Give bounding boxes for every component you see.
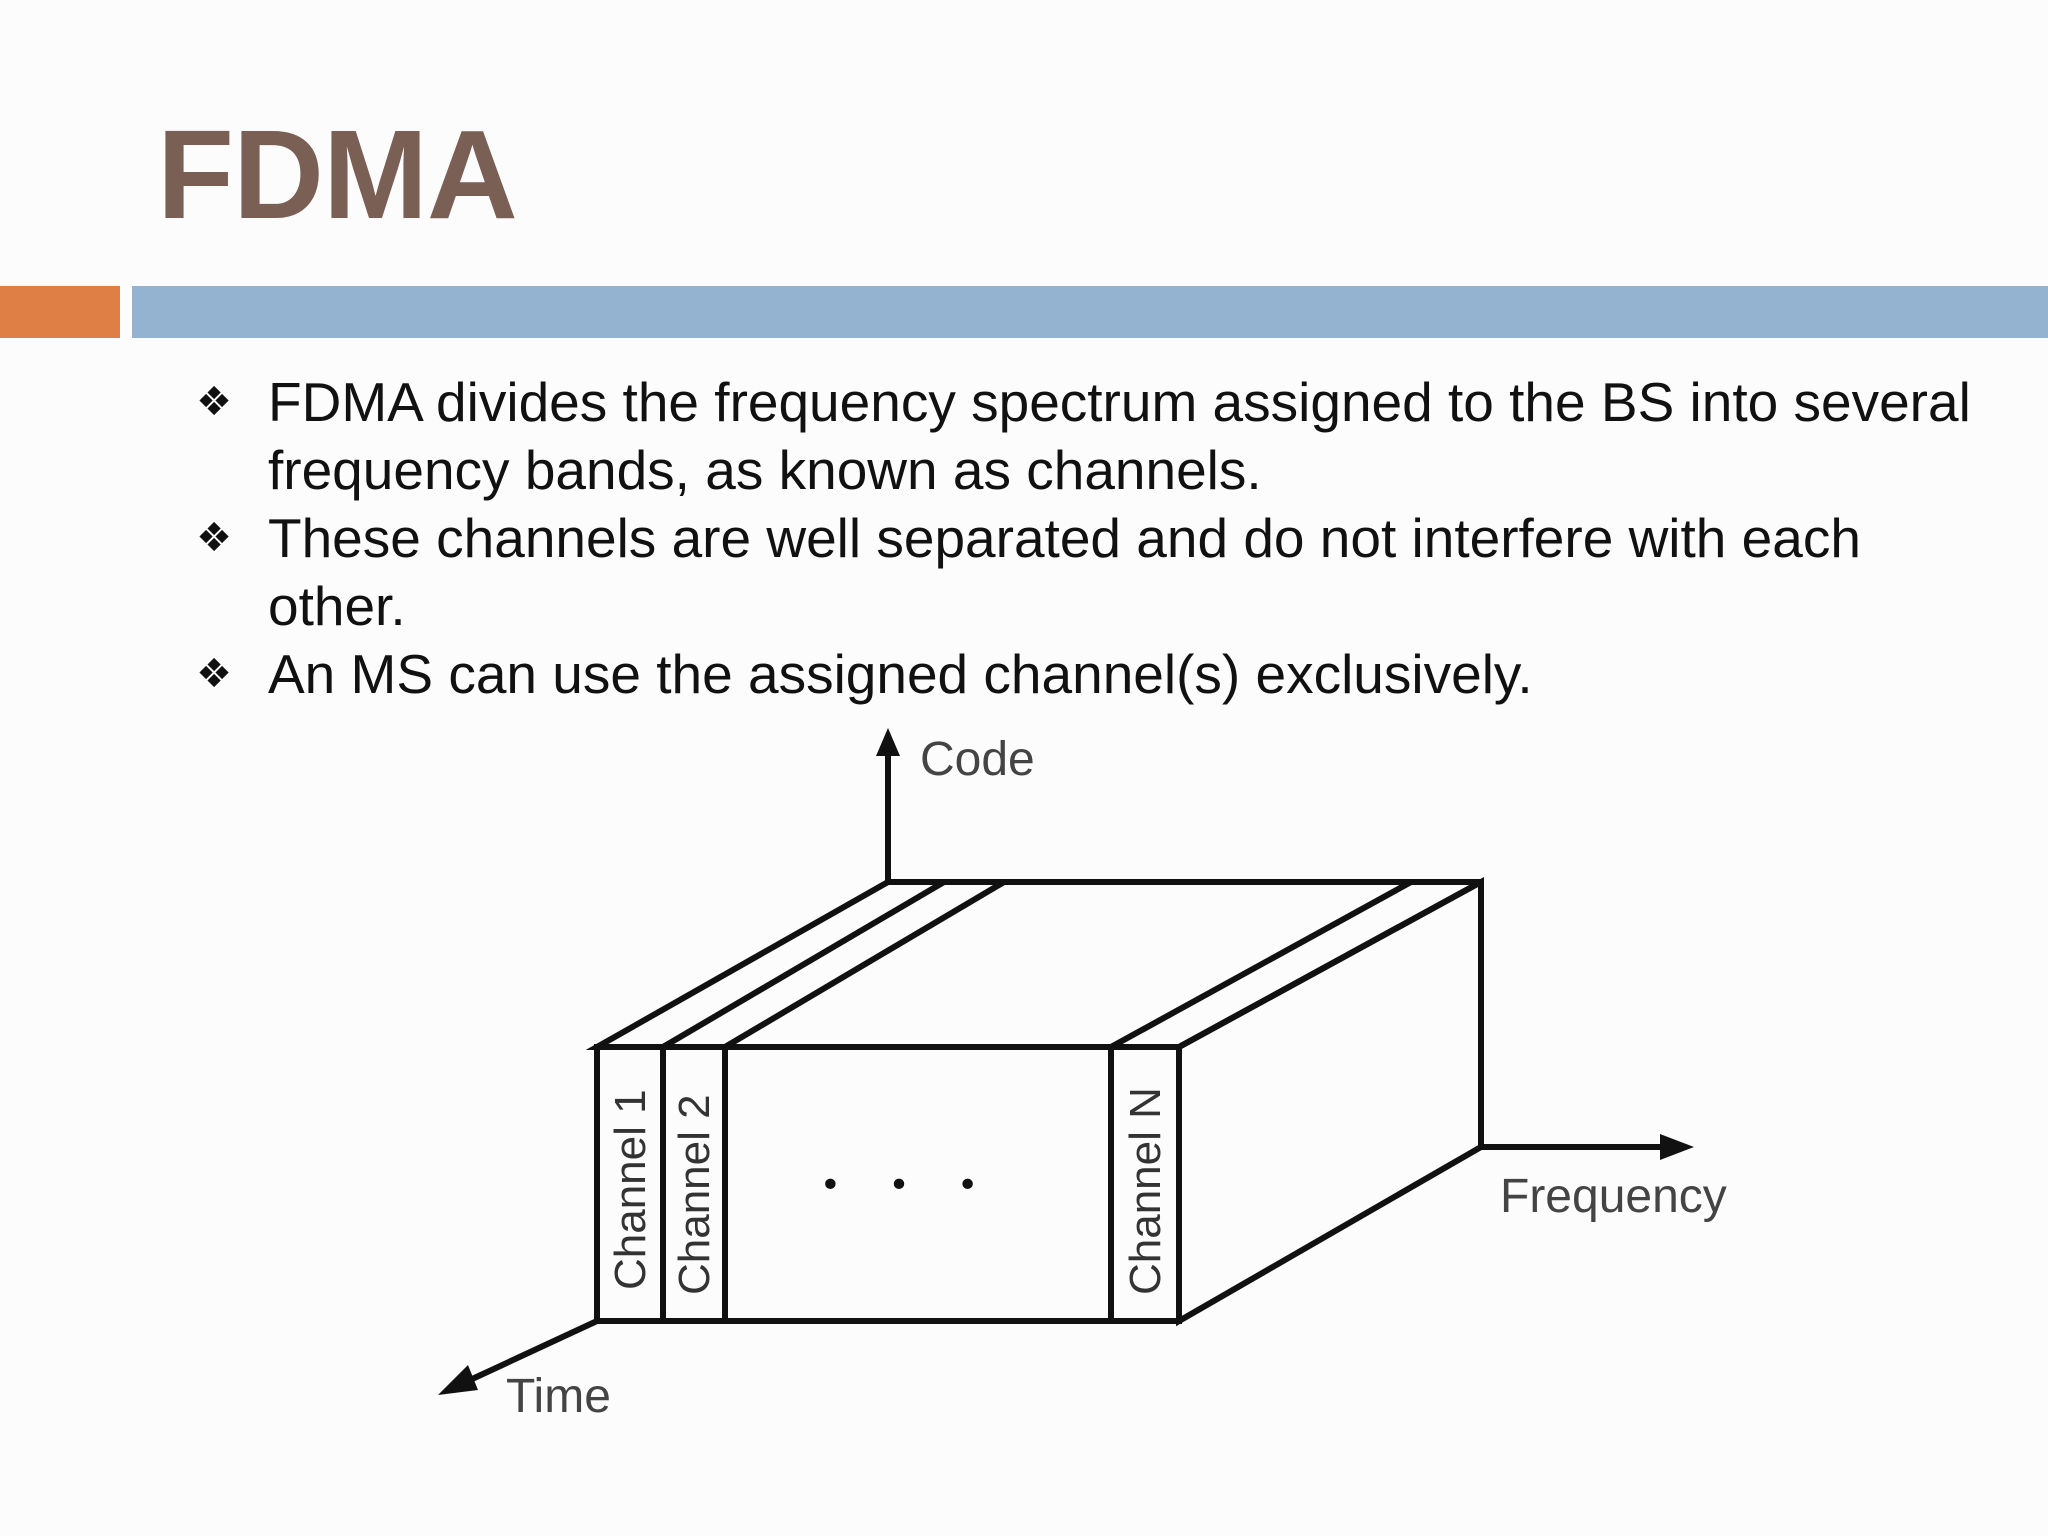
code-axis-arrow-icon — [876, 728, 900, 756]
code-axis-label: Code — [920, 733, 1035, 786]
box-right-face — [1176, 876, 1484, 1327]
channel-label-1: Channel 1 — [606, 1089, 655, 1290]
channels-ellipsis: • • • — [820, 1165, 997, 1206]
channel-label-n: Channel N — [1121, 1087, 1170, 1295]
box-outline — [585, 876, 1484, 1327]
four-diamond-bullet-icon: ❖ — [196, 515, 232, 561]
bullet-list: ❖ FDMA divides the frequency spectrum as… — [192, 368, 1972, 708]
accent-bar-blue — [132, 286, 2048, 338]
channel-stripe — [661, 879, 946, 1050]
bullet-item: ❖ FDMA divides the frequency spectrum as… — [192, 368, 1972, 504]
slide-title: FDMA — [157, 104, 518, 245]
bullet-text: An MS can use the assigned channel(s) ex… — [268, 643, 1533, 705]
channel-stripe — [1109, 879, 1413, 1050]
time-axis-arrow-icon — [438, 1365, 478, 1395]
channel-stripe — [723, 879, 1006, 1050]
bullet-text: These channels are well separated and do… — [268, 507, 1861, 637]
four-diamond-bullet-icon: ❖ — [196, 651, 232, 697]
bullet-item: ❖ An MS can use the assigned channel(s) … — [192, 640, 1972, 708]
accent-bar-orange — [0, 286, 120, 338]
channel-label-2: Channel 2 — [670, 1094, 719, 1295]
frequency-axis-label: Frequency — [1500, 1170, 1727, 1223]
box-top-face — [585, 879, 1483, 1050]
bullet-text: FDMA divides the frequency spectrum assi… — [268, 371, 1971, 501]
time-axis-label: Time — [506, 1370, 611, 1423]
frequency-axis-arrow-icon — [1660, 1134, 1694, 1160]
four-diamond-bullet-icon: ❖ — [196, 379, 232, 425]
bullet-item: ❖ These channels are well separated and … — [192, 504, 1972, 640]
time-axis — [468, 1318, 599, 1383]
